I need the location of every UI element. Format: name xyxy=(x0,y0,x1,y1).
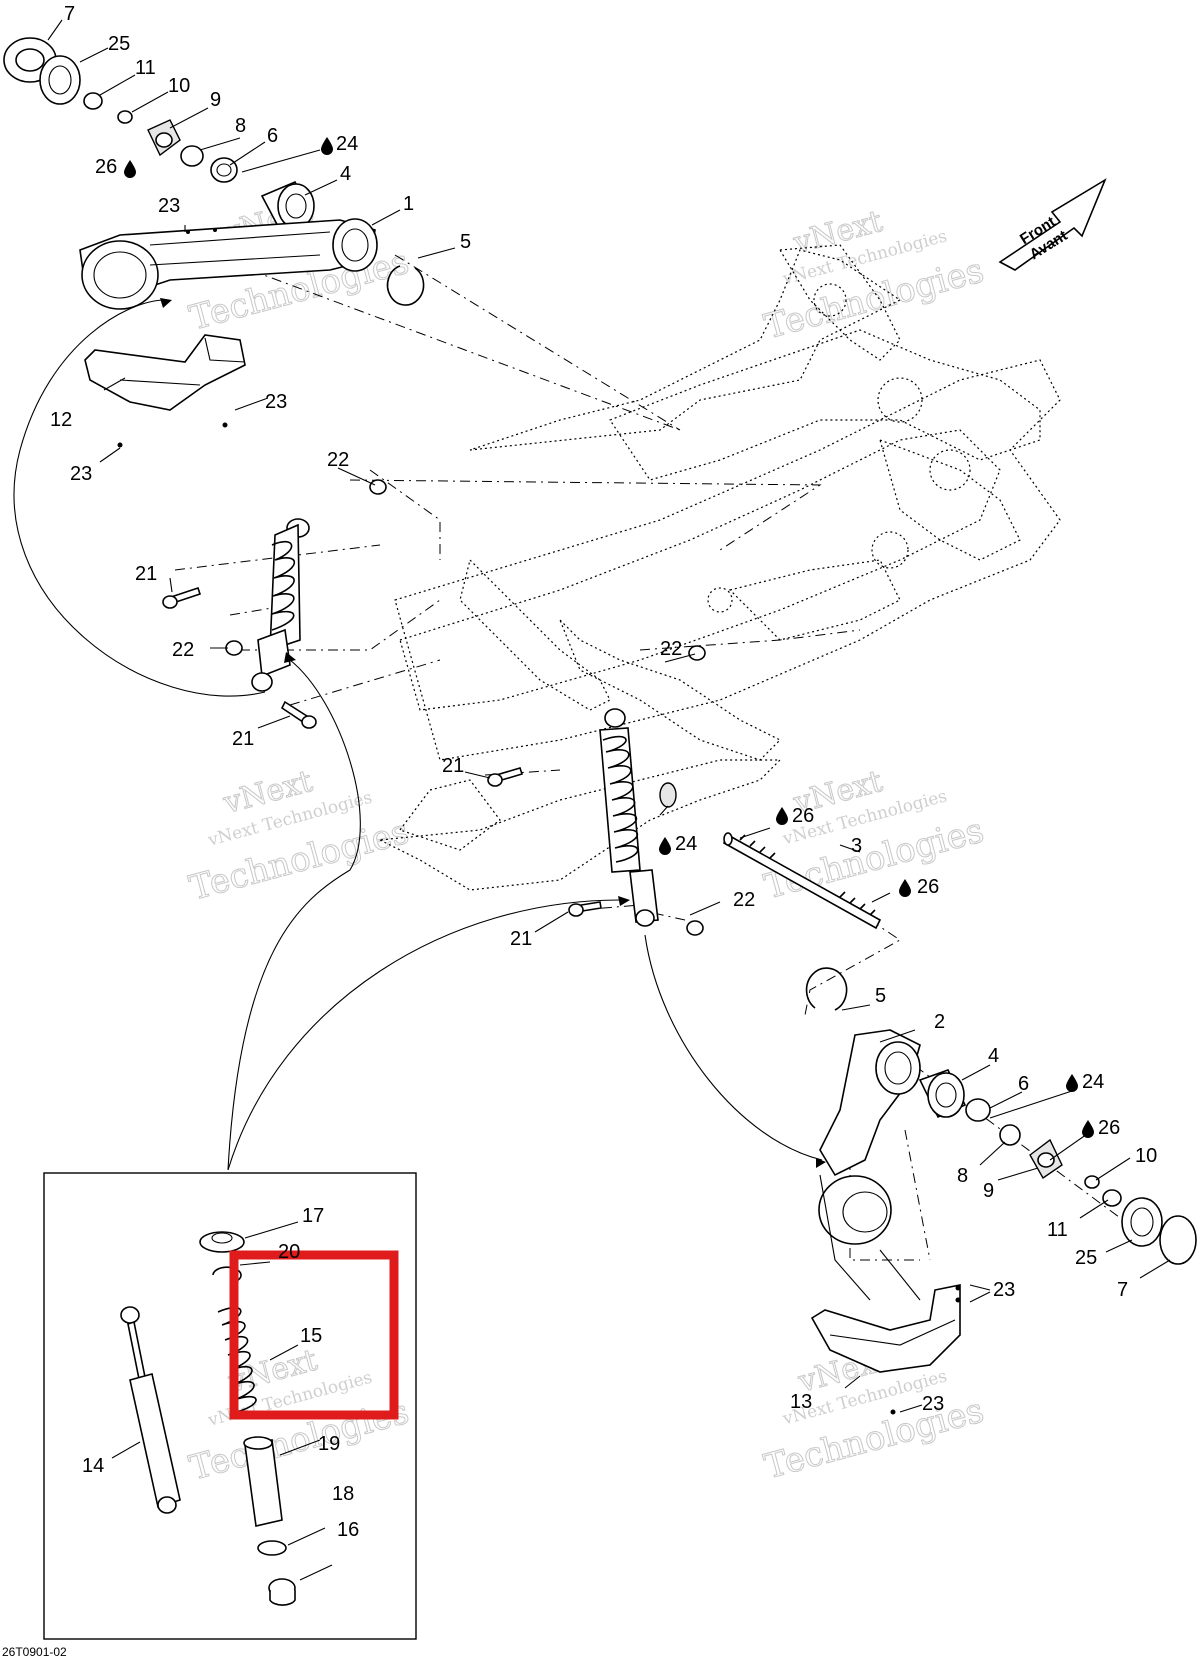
part-label-16: 16 xyxy=(337,1519,359,1541)
grease-drop-icon xyxy=(776,807,788,825)
part-label-25: 25 xyxy=(108,33,130,55)
part-label-23: 23 xyxy=(993,1279,1015,1301)
part-label-26: 26 xyxy=(95,156,117,178)
part-label-7: 7 xyxy=(1117,1279,1128,1301)
left-shock-absorber xyxy=(162,479,387,729)
part-label-21: 21 xyxy=(442,755,464,777)
part-label-6: 6 xyxy=(1018,1073,1029,1095)
part-label-5: 5 xyxy=(875,985,886,1007)
grease-drop-icon xyxy=(321,137,333,155)
part-labels: 7 25 11 10 9 8 6 24 26 4 1 23 5 12 23 23… xyxy=(50,3,1157,1541)
part-label-22: 22 xyxy=(172,639,194,661)
front-direction-arrow: Front Avant xyxy=(998,178,1107,271)
part-label-6: 6 xyxy=(267,125,278,147)
grease-drop-icon xyxy=(124,160,136,178)
highlight-box xyxy=(229,1250,399,1420)
part-label-24: 24 xyxy=(1082,1071,1104,1093)
right-trailing-arm-assembly xyxy=(805,967,1197,1415)
part-label-11: 11 xyxy=(1047,1219,1068,1241)
right-shock-absorber xyxy=(487,645,706,936)
part-label-22: 22 xyxy=(327,449,349,471)
part-label-4: 4 xyxy=(340,163,351,185)
part-label-23: 23 xyxy=(70,463,92,485)
part-label-9: 9 xyxy=(210,89,221,111)
part-label-19: 19 xyxy=(318,1433,340,1455)
part-label-15: 15 xyxy=(300,1325,322,1347)
left-trailing-arm-assembly xyxy=(3,37,425,448)
part-label-26: 26 xyxy=(792,805,814,827)
assembly-flow-curves xyxy=(13,298,826,1171)
figure-id: 26T0901-02 xyxy=(2,1645,67,1659)
part-label-23: 23 xyxy=(158,195,180,217)
part-label-4: 4 xyxy=(988,1045,999,1067)
part-label-9: 9 xyxy=(983,1180,994,1202)
leader-lines xyxy=(47,19,1171,1581)
part-label-5: 5 xyxy=(460,231,471,253)
part-label-23: 23 xyxy=(265,391,287,413)
part-label-1: 1 xyxy=(403,193,414,215)
assembly-guide-lines xyxy=(174,254,1151,1261)
grease-drop-icon xyxy=(1066,1074,1078,1092)
grease-drop-icon xyxy=(659,837,671,855)
part-label-10: 10 xyxy=(1135,1145,1157,1167)
part-label-14: 14 xyxy=(82,1455,104,1477)
part-label-13: 13 xyxy=(790,1391,812,1413)
part-label-2: 2 xyxy=(934,1011,945,1033)
part-label-25: 25 xyxy=(1075,1247,1097,1269)
shock-exploded-inset xyxy=(43,1172,417,1640)
part-label-24: 24 xyxy=(675,833,697,855)
grease-drop-icon xyxy=(1082,1120,1094,1138)
part-label-24: 24 xyxy=(336,133,358,155)
part-label-21: 21 xyxy=(135,563,157,585)
part-label-23: 23 xyxy=(922,1393,944,1415)
part-label-26: 26 xyxy=(917,876,939,898)
part-label-26: 26 xyxy=(1098,1117,1120,1139)
part-label-8: 8 xyxy=(957,1165,968,1187)
part-label-12: 12 xyxy=(50,409,72,431)
part-label-8: 8 xyxy=(235,115,246,137)
part-label-20: 20 xyxy=(278,1241,300,1263)
part-label-21: 21 xyxy=(232,728,254,750)
part-label-18: 18 xyxy=(332,1483,354,1505)
part-label-21: 21 xyxy=(510,928,532,950)
part-label-17: 17 xyxy=(302,1205,324,1227)
part-label-7: 7 xyxy=(64,3,75,25)
part-label-22: 22 xyxy=(733,889,755,911)
watermarks: vNext vNext Technologies Technologies vN… xyxy=(185,193,989,1489)
part-label-22: 22 xyxy=(660,638,682,660)
vehicle-frame xyxy=(377,244,1061,891)
part-label-3: 3 xyxy=(851,835,862,857)
part-label-10: 10 xyxy=(168,75,190,97)
part-label-11: 11 xyxy=(135,57,156,79)
grease-drop-icon xyxy=(899,879,911,897)
